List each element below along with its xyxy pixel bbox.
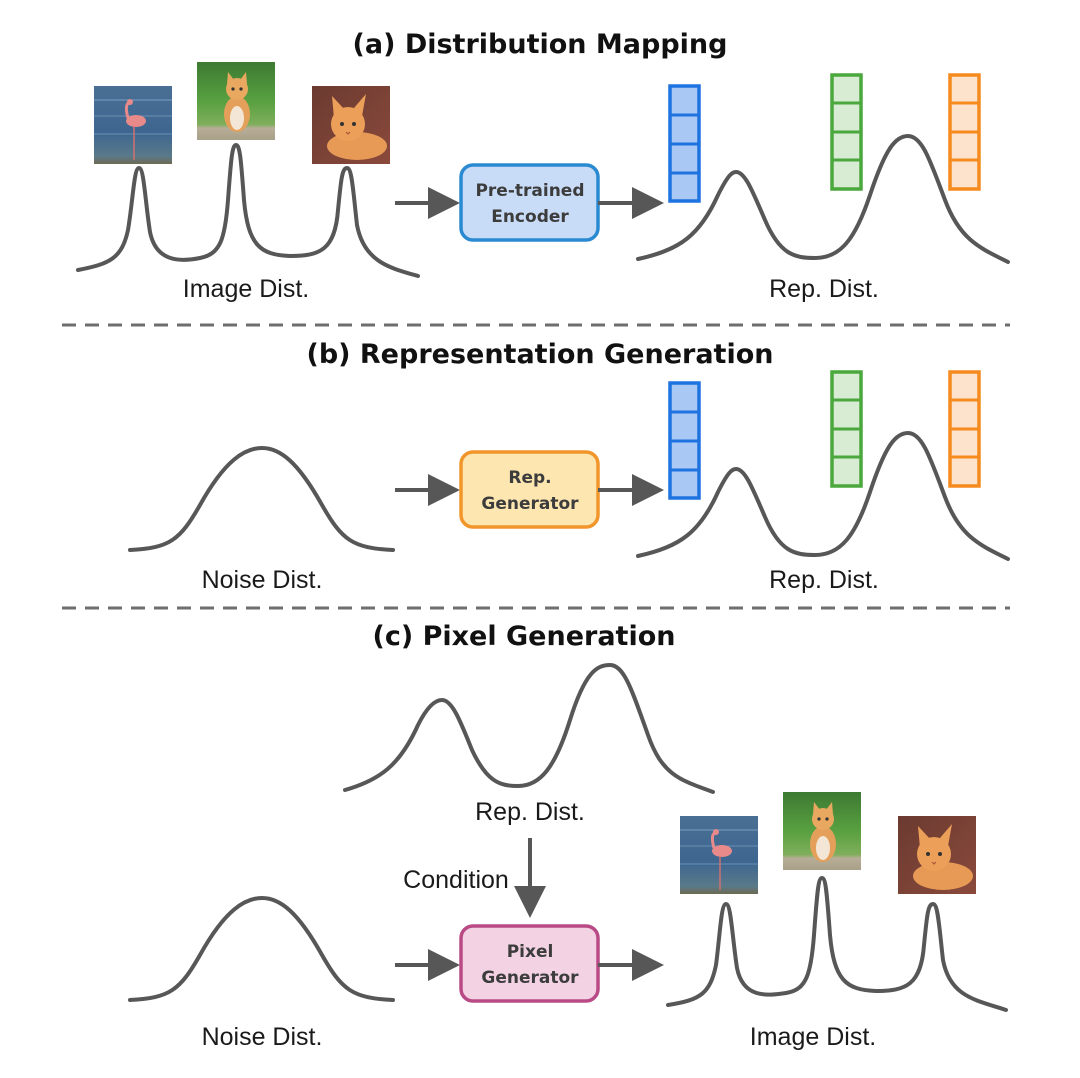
rep-generator-label-line2: Generator (481, 494, 579, 514)
panel-c: (c) Pixel Generation Rep. Dist. Conditio… (128, 621, 1008, 1051)
kitten-lying-thumbnail (897, 815, 977, 895)
condition-label: Condition (403, 866, 509, 894)
panel-b: (b) Representation Generation Noise Dist… (128, 339, 1010, 594)
kitten-grass-thumbnail (783, 792, 861, 870)
green-feature-vector (830, 370, 863, 488)
noise-distribution-curve-b (128, 446, 395, 552)
image-dist-label: Image Dist. (183, 275, 309, 303)
noise-dist-label-c: Noise Dist. (202, 1023, 323, 1051)
encoder-label-line1: Pre-trained (475, 181, 584, 201)
kitten-lying-thumbnail (311, 85, 391, 165)
flamingo-thumbnail (92, 84, 174, 166)
panel-c-title: (c) Pixel Generation (373, 621, 676, 652)
panel-a: (a) Distribution Mapping Image Dist. Pre… (76, 29, 1010, 303)
noise-dist-label-b: Noise Dist. (202, 566, 323, 594)
pretrained-encoder-box (459, 163, 600, 242)
rep-distribution-curve-a (636, 134, 1010, 264)
pixel-generator-box (459, 924, 600, 1003)
rep-dist-label-c: Rep. Dist. (475, 798, 585, 826)
blue-feature-vector (668, 381, 701, 500)
green-feature-vector (830, 73, 863, 191)
blue-feature-vector (668, 84, 701, 203)
orange-feature-vector (948, 370, 981, 488)
rep-generator-label-line1: Rep. (508, 468, 551, 488)
noise-distribution-curve-c (128, 896, 395, 1002)
rep-generator-box (459, 450, 600, 529)
image-distribution-curve-c (666, 876, 1008, 1012)
encoder-label-line2: Encoder (491, 207, 569, 227)
rep-dist-label-b: Rep. Dist. (769, 566, 879, 594)
orange-feature-vector (948, 73, 981, 191)
image-dist-label-c: Image Dist. (750, 1023, 876, 1051)
panel-a-title: (a) Distribution Mapping (353, 29, 728, 60)
pixel-generator-label-line2: Generator (481, 968, 579, 988)
flamingo-thumbnail (678, 814, 760, 896)
image-distribution-curve (76, 143, 420, 278)
pixel-generator-label-line1: Pixel (507, 942, 554, 962)
panel-b-title: (b) Representation Generation (306, 339, 773, 370)
rep-dist-label-a: Rep. Dist. (769, 275, 879, 303)
rep-distribution-curve-c (343, 663, 715, 794)
rep-distribution-curve-b (636, 431, 1010, 561)
kitten-grass-thumbnail (197, 62, 275, 140)
